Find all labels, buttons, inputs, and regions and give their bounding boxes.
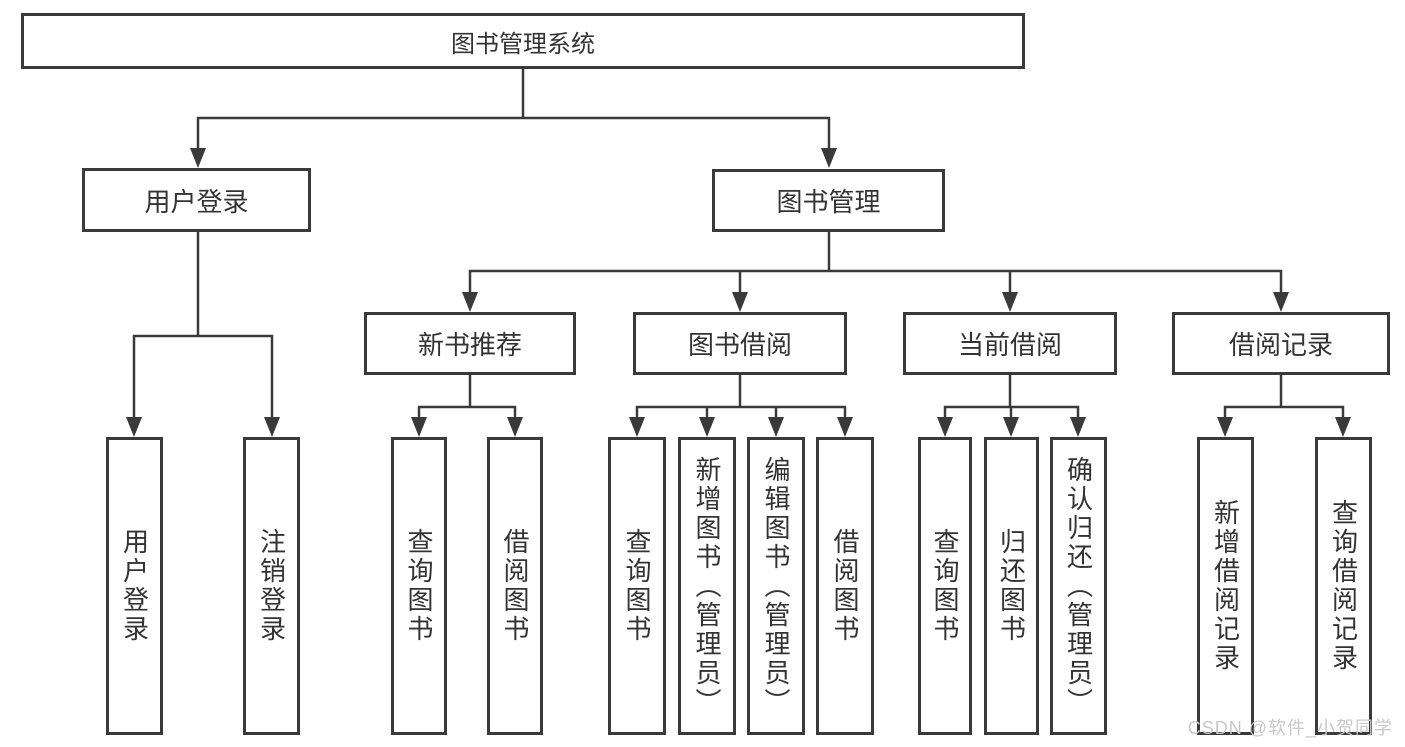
node-label: 确认归还（管理员） <box>1063 455 1094 717</box>
node-label: 用户登录 <box>119 528 150 644</box>
node-label: 新增图书（管理员） <box>692 455 722 717</box>
leaf-current-confirm-return-admin: 确认归还（管理员） <box>1050 437 1107 735</box>
leaf-recommend-query-book: 查询图书 <box>391 437 447 735</box>
arrow-icon <box>1273 292 1289 312</box>
node-label: 当前借阅 <box>957 330 1062 360</box>
arrow-icon <box>837 417 853 437</box>
node-label: 归还图书 <box>996 528 1027 644</box>
arrow-icon <box>768 417 784 437</box>
leaf-record-add-borrow-record: 新增借阅记录 <box>1197 437 1254 735</box>
node-user-login: 用户登录 <box>82 168 311 232</box>
leaf-borrow-borrow-book: 借阅图书 <box>816 437 874 735</box>
arrow-icon <box>1070 417 1086 437</box>
arrow-icon <box>1002 292 1018 312</box>
arrow-icon <box>699 417 715 437</box>
node-current-borrowing: 当前借阅 <box>903 312 1117 375</box>
node-label: 新书推荐 <box>417 330 522 360</box>
node-borrowing-records: 借阅记录 <box>1172 312 1390 375</box>
leaf-borrow-edit-book-admin: 编辑图书（管理员） <box>747 437 805 735</box>
node-label: 新增借阅记录 <box>1210 499 1241 673</box>
arrow-icon <box>937 417 953 437</box>
node-label: 借阅图书 <box>500 528 530 644</box>
node-label: 图书借阅 <box>687 330 792 360</box>
node-label: 查询图书 <box>404 528 434 644</box>
node-label: 借阅图书 <box>830 528 860 644</box>
node-library-management-system: 图书管理系统 <box>21 13 1025 69</box>
leaf-current-return-book: 归还图书 <box>984 437 1039 735</box>
node-label: 查询图书 <box>930 528 960 644</box>
arrow-icon <box>190 148 206 168</box>
csdn-watermark: CSDN @软件_小贺同学 <box>1187 718 1393 738</box>
arrow-icon <box>1003 417 1019 437</box>
leaf-logout: 注销登录 <box>243 437 300 735</box>
arrow-icon <box>462 292 478 312</box>
node-book-management: 图书管理 <box>712 169 945 232</box>
node-label: 编辑图书（管理员） <box>761 455 791 717</box>
leaf-record-query-borrow-record: 查询借阅记录 <box>1315 437 1372 735</box>
node-book-borrowing: 图书借阅 <box>633 312 847 375</box>
arrow-icon <box>1217 417 1233 437</box>
leaf-borrow-query-book: 查询图书 <box>608 437 666 735</box>
arrow-icon <box>126 417 142 437</box>
arrow-icon <box>264 417 280 437</box>
leaf-user-login: 用户登录 <box>106 437 163 735</box>
node-new-book-recommend: 新书推荐 <box>364 312 576 375</box>
arrow-icon <box>507 417 523 437</box>
arrow-icon <box>411 417 427 437</box>
arrow-icon <box>821 148 837 168</box>
node-label: 注销登录 <box>256 528 287 644</box>
node-label: 查询图书 <box>622 528 652 644</box>
node-label: 用户登录 <box>144 186 249 217</box>
tree-edges <box>132 67 1345 422</box>
leaf-borrow-add-book-admin: 新增图书（管理员） <box>678 437 736 735</box>
node-label: 查询借阅记录 <box>1328 499 1359 673</box>
arrow-icon <box>732 292 748 312</box>
arrow-icon <box>629 417 645 437</box>
node-label: 图书管理系统 <box>451 30 595 58</box>
node-label: 图书管理 <box>776 187 881 217</box>
arrowheads <box>126 148 1351 437</box>
leaf-recommend-borrow-book: 借阅图书 <box>487 437 543 735</box>
leaf-current-query-book: 查询图书 <box>918 437 972 735</box>
node-label: 借阅记录 <box>1228 330 1333 360</box>
arrow-icon <box>1335 417 1351 437</box>
